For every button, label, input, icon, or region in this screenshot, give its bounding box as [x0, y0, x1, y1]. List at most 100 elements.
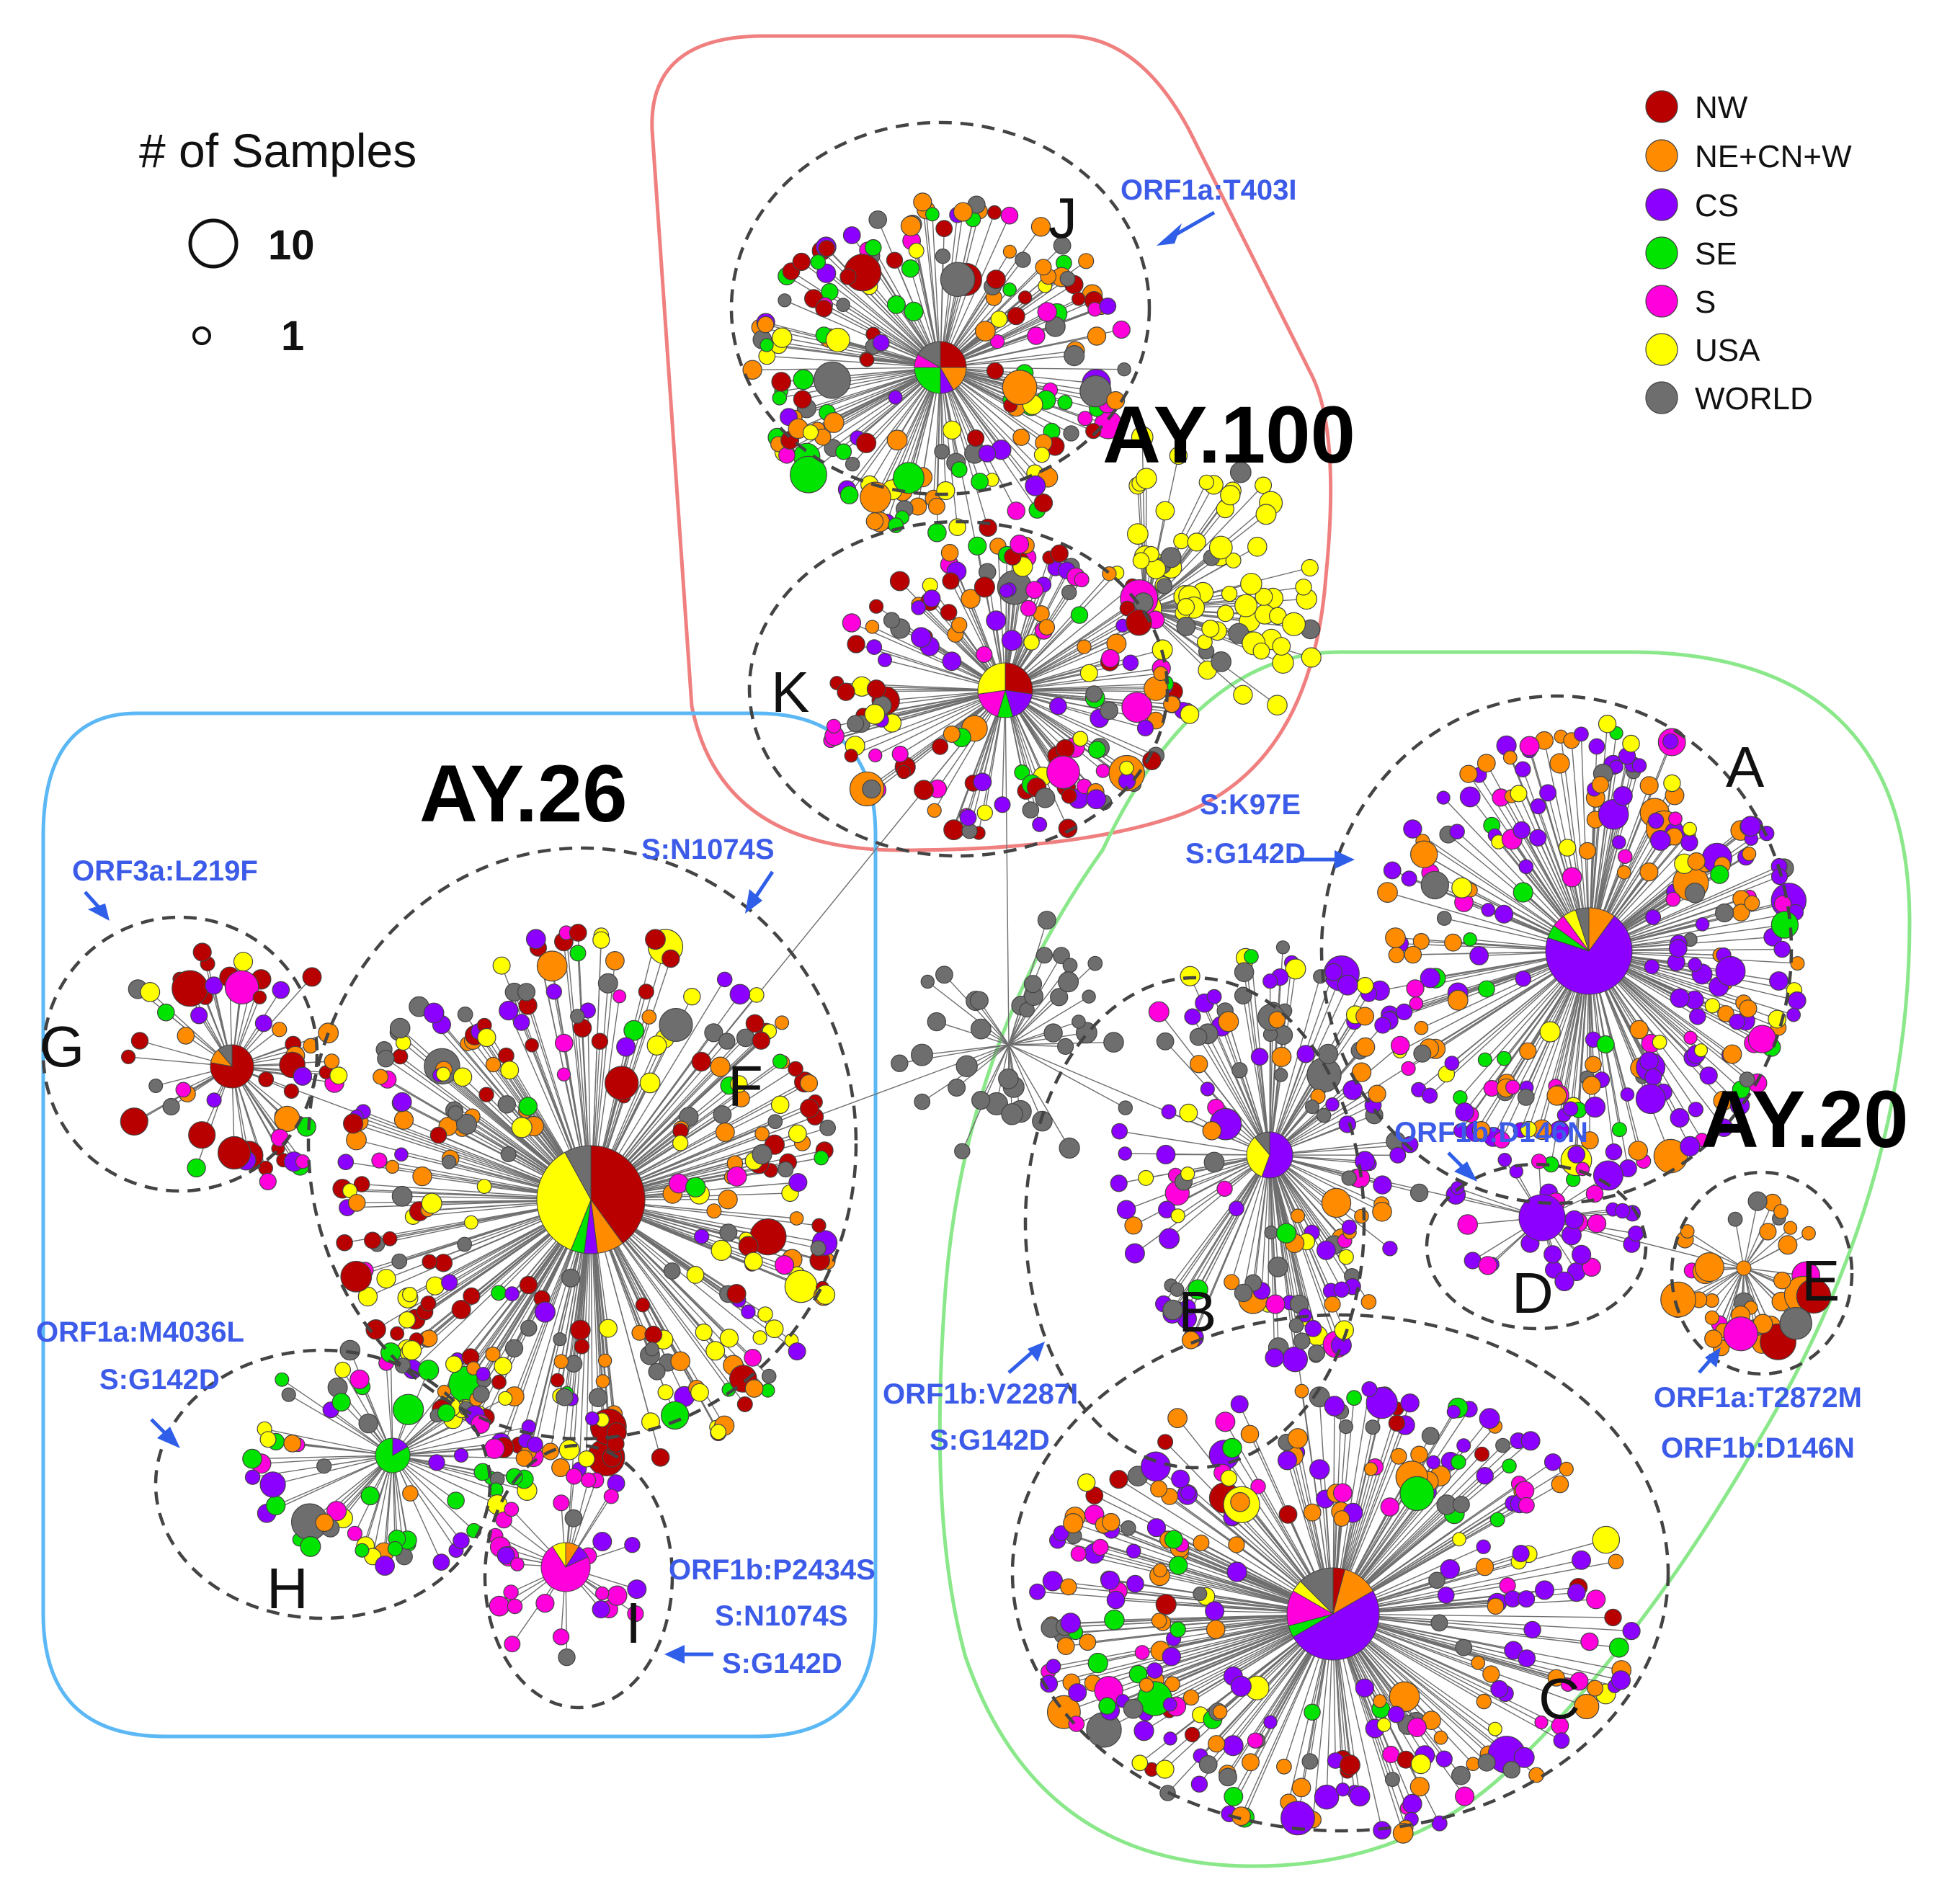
legend-label-usa: USA [1695, 333, 1760, 368]
node-a [1401, 1061, 1416, 1076]
node-b [1342, 1079, 1363, 1100]
node-j [1057, 395, 1073, 411]
central-node [956, 1055, 978, 1078]
mutation-arrows [84, 210, 1721, 1664]
node-a [1689, 1008, 1706, 1025]
node-c [1504, 1641, 1523, 1660]
node-f [810, 1240, 827, 1257]
satellite-node [1169, 446, 1188, 465]
hub-pie-b [1246, 1131, 1293, 1179]
node-c [1150, 1480, 1168, 1498]
node-h [326, 1501, 347, 1522]
mutation-label-i-1: ORF1b:P2434S [669, 1554, 876, 1586]
node-h [392, 1393, 424, 1426]
node-h [316, 1458, 332, 1474]
node-h [437, 1404, 456, 1422]
node-h [283, 1434, 302, 1453]
node-f [390, 1326, 405, 1341]
hub-slice-cs [1545, 915, 1633, 995]
node-f [765, 1319, 784, 1339]
node-c [1392, 1822, 1414, 1844]
node-b [1401, 1136, 1419, 1154]
node-c [1126, 1543, 1141, 1559]
node-k [1079, 664, 1098, 682]
node-k [940, 543, 959, 562]
node-g [258, 1160, 273, 1176]
cluster-edge-b [1269, 976, 1321, 1156]
central-node [1062, 958, 1078, 973]
node-f [391, 1185, 413, 1207]
node-g [121, 1049, 136, 1065]
node-a [1385, 927, 1406, 948]
node-c [1070, 1546, 1087, 1562]
node-k [1136, 719, 1154, 737]
node-a [1704, 998, 1721, 1014]
node-a [1515, 761, 1531, 777]
node-c [1402, 1793, 1422, 1814]
node-f [730, 1075, 748, 1093]
satellite-node [1255, 504, 1277, 525]
node-k [1061, 788, 1077, 804]
node-d [1572, 1244, 1592, 1265]
node-c [1063, 1513, 1084, 1534]
node-c [1515, 1481, 1535, 1501]
arrow-i [664, 1645, 713, 1664]
legend-swatch-usa [1645, 333, 1678, 366]
node-c [1029, 1583, 1046, 1600]
node-j [1085, 423, 1102, 440]
node-i [595, 1586, 610, 1601]
node-h [515, 1449, 533, 1467]
node-b [1355, 1007, 1375, 1026]
node-c [1477, 1753, 1496, 1772]
node-b [1275, 1223, 1297, 1244]
cluster-edge-e [1711, 1267, 1745, 1301]
node-a [1459, 786, 1481, 808]
legend-label-world: WORLD [1695, 381, 1813, 416]
node-e [1773, 1204, 1788, 1219]
node-k [1143, 676, 1169, 701]
cluster-edge-e [1743, 1202, 1773, 1269]
node-c [1167, 1408, 1188, 1429]
cluster-edge-b [1119, 1130, 1270, 1156]
node-c [1190, 1775, 1208, 1793]
node-j [1053, 236, 1072, 255]
node-g [224, 970, 259, 1005]
node-h [281, 1387, 296, 1402]
node-c [1513, 1747, 1535, 1768]
node-a [1459, 764, 1478, 783]
node-c [1518, 1649, 1536, 1668]
node-c [1489, 1512, 1505, 1527]
node-b [1341, 1170, 1357, 1186]
node-f [420, 1295, 437, 1311]
node-f [638, 984, 654, 1000]
cluster-edge-h [281, 1379, 393, 1456]
node-b [1282, 1346, 1309, 1373]
node-c [1309, 1459, 1330, 1480]
node-f [772, 1053, 788, 1069]
lineage-boundary-ay26 [41, 711, 878, 1739]
node-f [569, 924, 587, 942]
cluster-ring-j [729, 120, 1152, 496]
node-f [412, 1166, 432, 1187]
cluster-edge-b [1269, 973, 1342, 1156]
node-h [242, 1448, 262, 1469]
node-j [886, 251, 904, 269]
satellite-node [1255, 587, 1273, 606]
node-c [1151, 1613, 1167, 1629]
node-b [1325, 1097, 1340, 1112]
node-c [1275, 1758, 1292, 1775]
central-edge [1008, 1044, 1066, 1048]
node-h [402, 1485, 419, 1502]
node-f [704, 1023, 723, 1043]
central-node [954, 1143, 971, 1159]
node-a [1710, 865, 1729, 884]
node-k [976, 804, 994, 821]
node-f [595, 1374, 610, 1388]
node-b [1296, 1045, 1315, 1063]
node-f [347, 1194, 366, 1212]
node-b [1409, 1183, 1429, 1203]
node-h [387, 1540, 403, 1557]
node-c [1400, 1393, 1420, 1413]
node-f [457, 1006, 473, 1022]
node-k [1020, 599, 1037, 617]
